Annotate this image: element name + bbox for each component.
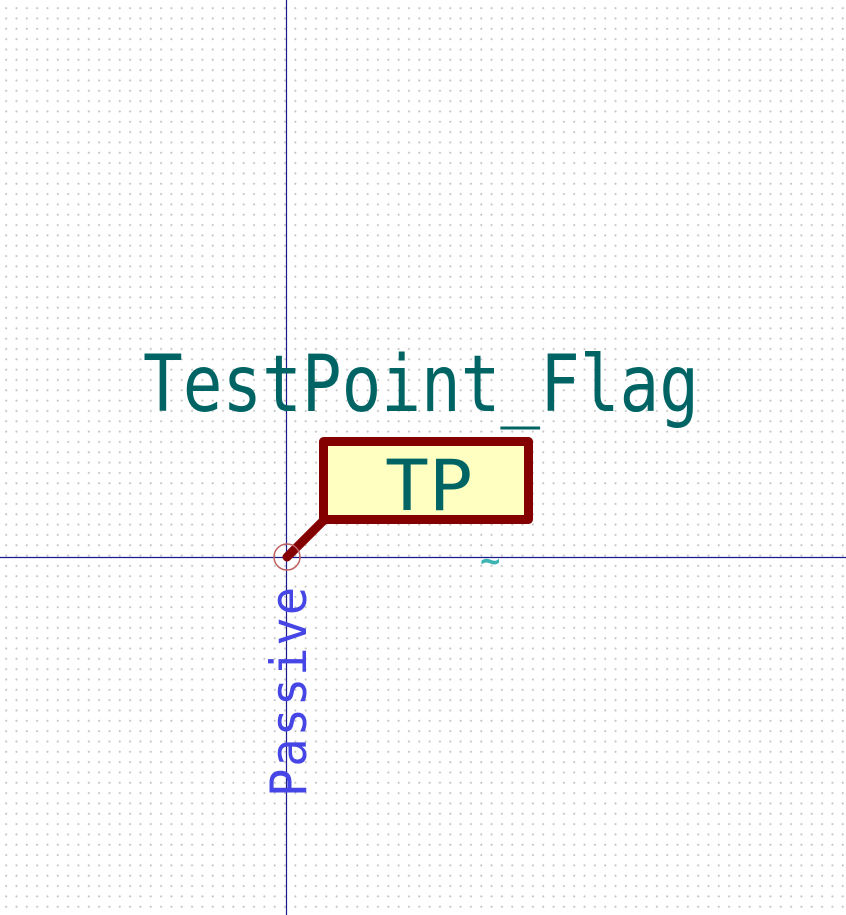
value-field[interactable]: TestPoint_Flag <box>143 340 699 430</box>
alternate-marker: ~ <box>480 541 500 581</box>
pin-electrical-type: Passive <box>260 585 318 797</box>
flag-body[interactable] <box>319 437 533 524</box>
pin-anchor-marker[interactable] <box>273 543 301 571</box>
flag-stem[interactable] <box>282 513 331 562</box>
reference-field[interactable]: TP <box>385 445 473 527</box>
